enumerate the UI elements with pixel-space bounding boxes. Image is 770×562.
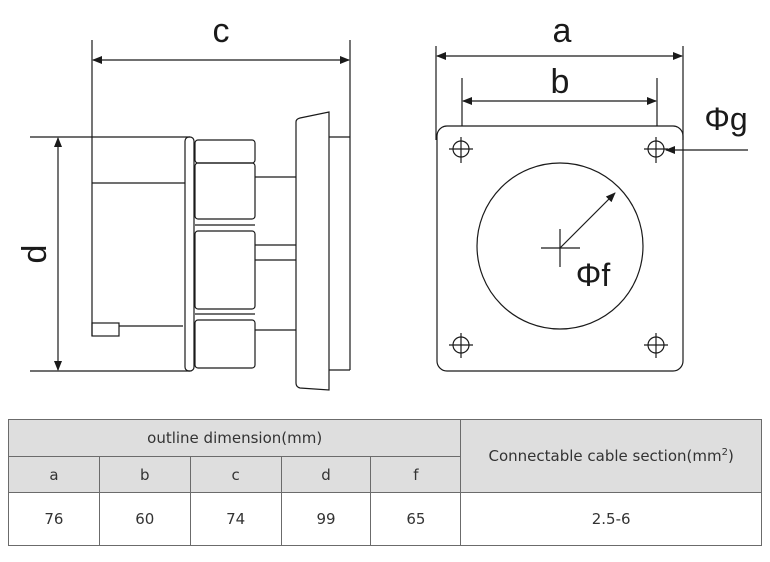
column-header-c: c — [189, 456, 282, 493]
nut-segment — [194, 139, 256, 164]
column-header-b: b — [98, 456, 191, 493]
g-diameter-label: Φg — [704, 101, 747, 137]
dimension-table: outline dimension(mm) Connectable cable … — [7, 419, 762, 546]
outline-dimension-header: outline dimension(mm) — [7, 419, 462, 457]
technical-drawing: c d a b Φg Φf — [16, 12, 748, 391]
column-header-d: d — [280, 456, 372, 493]
value-b: 60 — [98, 492, 191, 546]
a-label: a — [553, 12, 572, 50]
cable-header-unit-close: ) — [727, 447, 734, 465]
f-diameter-label: Φf — [576, 257, 611, 293]
nut-segment — [194, 230, 256, 310]
cable-header-unit-sup: 2 — [721, 447, 728, 458]
cable-section-value: 2.5-6 — [460, 492, 762, 546]
mounting-hole — [644, 333, 668, 358]
d-label: d — [16, 245, 54, 264]
column-header-f: f — [370, 456, 462, 493]
mounting-hole — [449, 137, 473, 163]
mounting-hole — [449, 333, 473, 358]
b-label: b — [551, 63, 570, 101]
cable-header-text: Connectable cable section — [488, 447, 687, 465]
cutout-circle — [476, 162, 644, 330]
f-radius-arrow — [559, 192, 616, 249]
front-view — [435, 46, 748, 372]
front-plate — [295, 111, 330, 391]
cable-section-header: Connectable cable section(mm2) — [460, 419, 762, 493]
side-view — [30, 40, 351, 391]
value-c: 74 — [189, 492, 282, 546]
mounting-plate — [436, 125, 684, 372]
value-d: 99 — [280, 492, 372, 546]
cable-tab — [91, 322, 120, 337]
nut-segment — [194, 319, 256, 369]
column-header-a: a — [8, 456, 100, 493]
value-f: 65 — [370, 492, 462, 546]
flange-ring — [184, 136, 195, 372]
mounting-hole — [644, 137, 668, 163]
c-label: c — [213, 12, 230, 50]
table-row: 76 60 74 99 65 2.5-6 — [8, 492, 762, 546]
value-a: 76 — [8, 492, 100, 546]
cable-header-unit-open: (mm — [686, 447, 722, 465]
nut-segment — [194, 162, 256, 220]
